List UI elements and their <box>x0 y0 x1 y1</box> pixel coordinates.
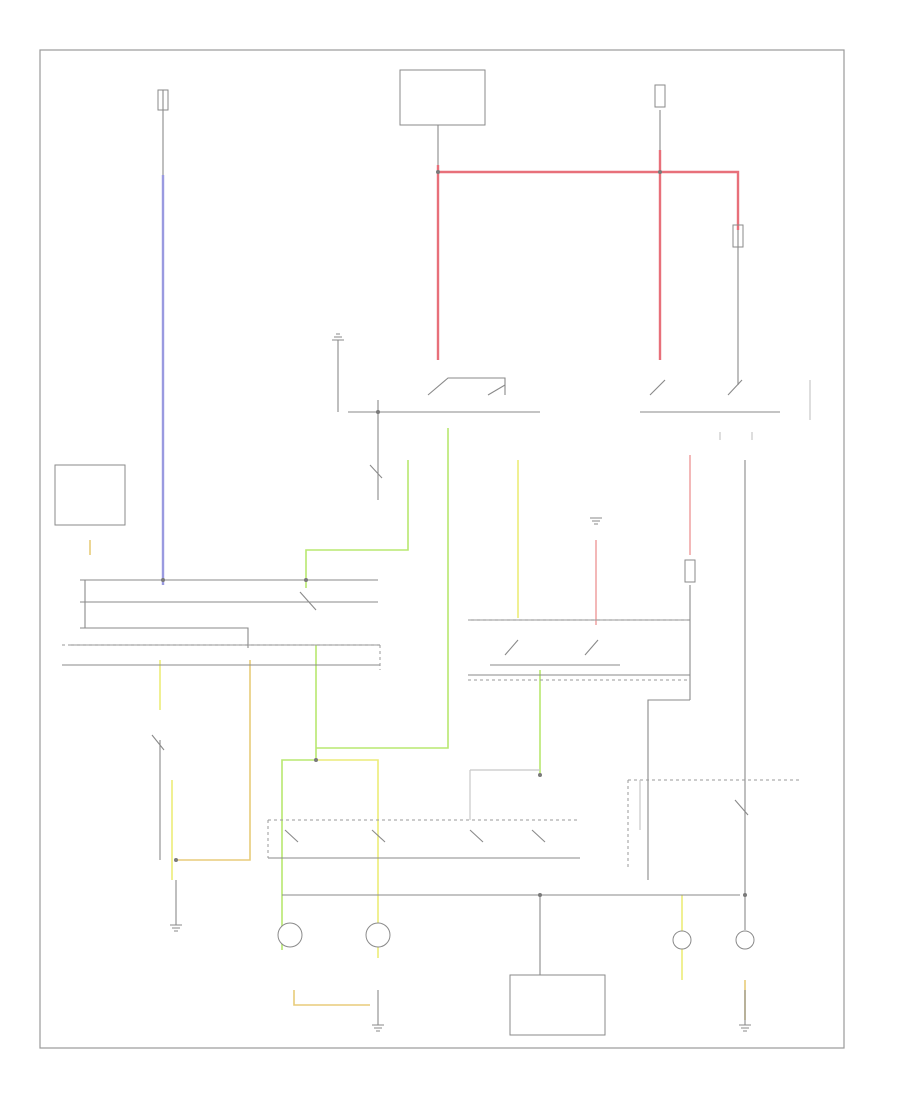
splice-points <box>161 170 747 897</box>
wire-red <box>436 150 740 360</box>
lamp-bulbs <box>277 922 755 950</box>
wire-pink <box>595 455 691 625</box>
diagram-frame <box>39 49 845 1049</box>
switch-contacts <box>151 377 749 843</box>
ground-symbols <box>170 333 751 1032</box>
fuse-symbols <box>157 84 744 583</box>
auxiliary-leads <box>469 380 811 830</box>
module-boundaries <box>62 619 800 870</box>
component-boxes <box>54 69 606 1036</box>
wire-light-green <box>281 428 541 950</box>
wire-black <box>62 90 780 1025</box>
wire-yellow <box>159 460 683 980</box>
